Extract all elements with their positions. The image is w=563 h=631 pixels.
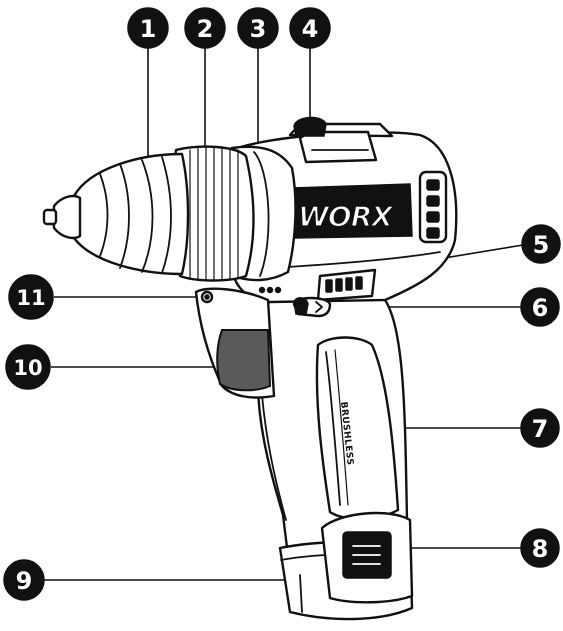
svg-text:8: 8	[532, 535, 549, 563]
callout-8: 8	[520, 528, 560, 568]
svg-text:3: 3	[250, 15, 267, 43]
chuck-grip-ridges	[99, 156, 172, 274]
callout-10: 10	[5, 344, 51, 390]
callout-3: 3	[237, 7, 279, 49]
svg-text:10: 10	[13, 356, 42, 380]
svg-text:11: 11	[16, 286, 45, 310]
callout-badges: 1 2 3 4 5 6 7 8	[3, 7, 561, 601]
svg-text:5: 5	[533, 231, 550, 259]
gear-selector	[293, 116, 327, 137]
grip-inner-line	[325, 351, 341, 506]
callout-2: 2	[184, 7, 226, 49]
torque-ring-teeth	[189, 146, 239, 281]
led-light-center	[204, 294, 210, 300]
collar-inner	[253, 151, 270, 277]
svg-text:7: 7	[532, 415, 549, 443]
rear-vents	[418, 170, 448, 244]
chuck-nose	[52, 194, 82, 240]
speed-indicator-strip	[316, 268, 377, 302]
callout-9: 9	[3, 559, 45, 601]
battery-bottom-shell	[299, 574, 303, 613]
switch-knob	[293, 297, 309, 315]
svg-text:9: 9	[16, 567, 33, 595]
svg-text:4: 4	[302, 15, 319, 43]
callout-6: 6	[520, 287, 560, 327]
brand-logo: WORX	[298, 200, 394, 233]
indicator-dot-1	[258, 286, 266, 294]
handle-front-contour	[261, 394, 287, 521]
svg-text:1: 1	[140, 15, 157, 43]
chuck-tip	[42, 208, 58, 226]
callout-1: 1	[127, 7, 169, 49]
callout-7: 7	[520, 408, 560, 448]
indicator-dot-2	[266, 286, 274, 294]
callout-11: 11	[8, 274, 54, 320]
callout-4: 4	[289, 7, 331, 49]
drill-illustration: BRUSHLESS WORX	[42, 116, 458, 621]
grip-inner-line-2	[334, 349, 349, 506]
indicator-dot-3	[274, 286, 282, 294]
svg-text:2: 2	[197, 15, 214, 43]
switch-arrow	[315, 301, 323, 313]
callout-5: 5	[521, 224, 561, 264]
svg-text:6: 6	[532, 294, 549, 322]
trigger	[216, 329, 272, 392]
